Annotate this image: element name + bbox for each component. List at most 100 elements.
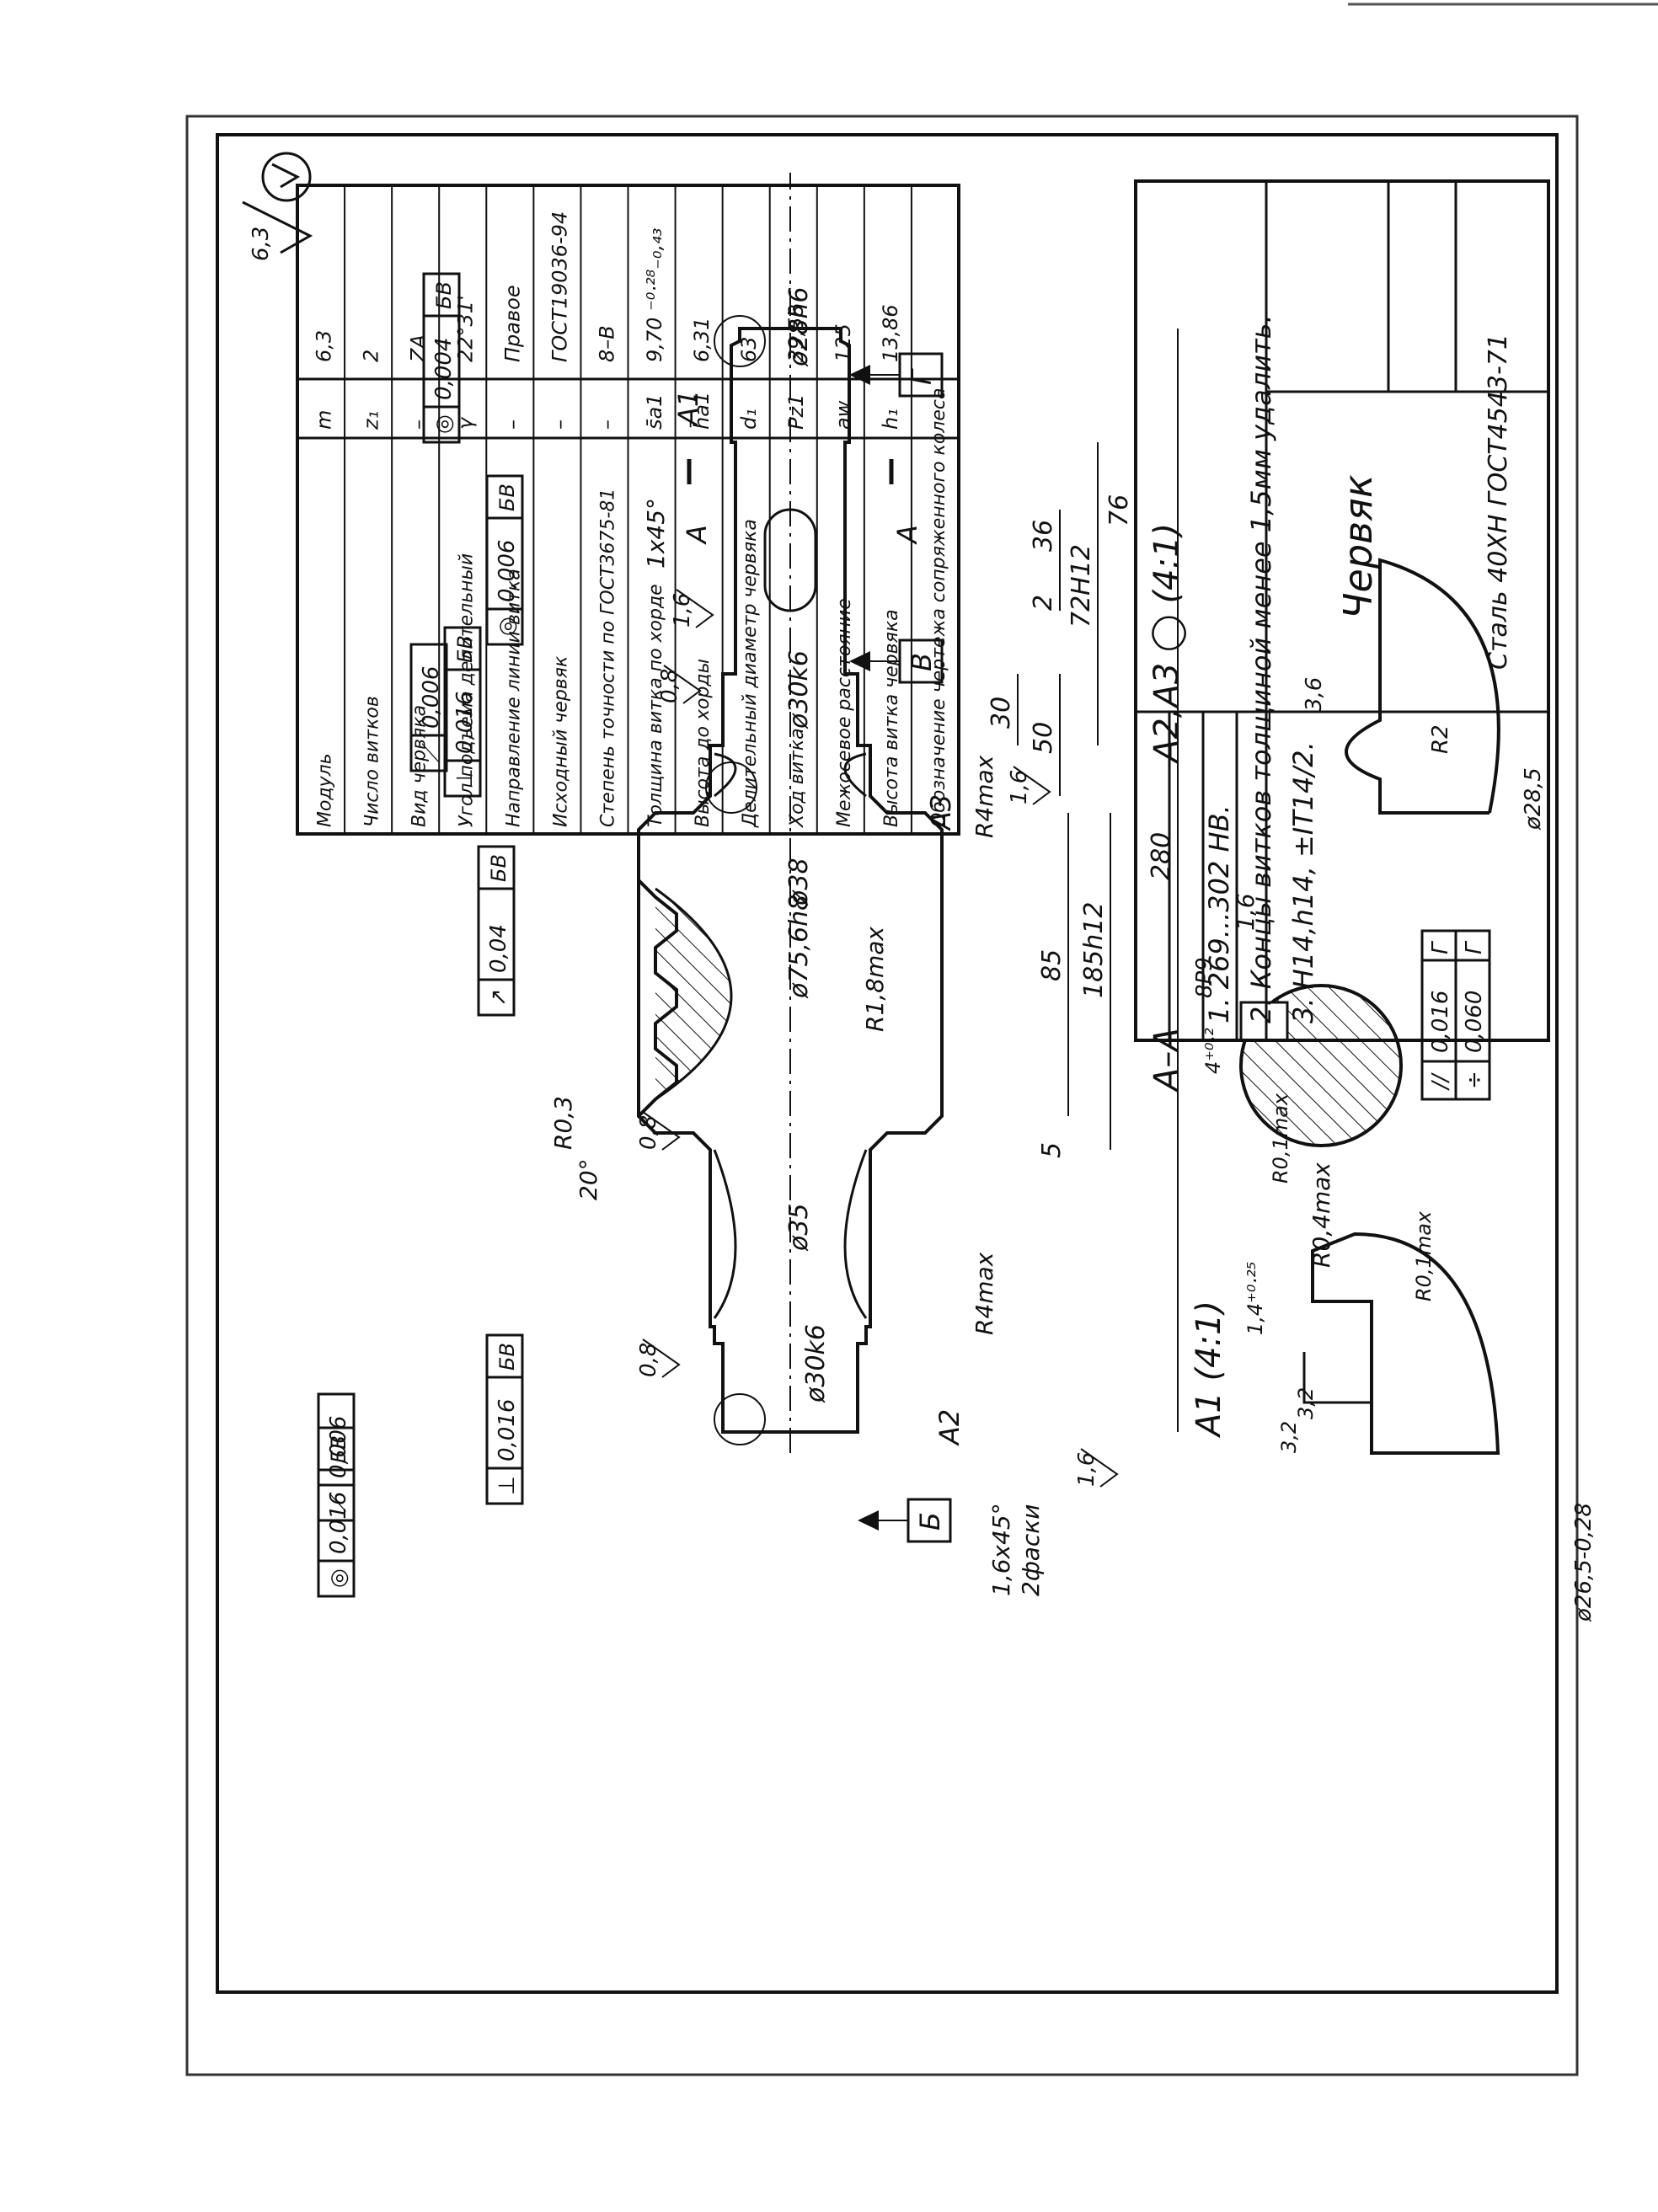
svg-text:0,016: 0,016	[495, 1399, 520, 1461]
detail-label-a3: А3	[925, 794, 957, 831]
svg-text:0,016: 0,016	[326, 1492, 351, 1554]
dim-len280: 280	[1147, 832, 1176, 880]
svg-text://: //	[1428, 1071, 1453, 1091]
dim-r4_right: R4max	[971, 755, 998, 838]
detail-a1-circle	[714, 315, 766, 367]
section-aa-tol2: 0,060	[1462, 991, 1487, 1053]
tolerance-frames: ◎0,016БВ⟋0,006⊥0,016БВ↗0,04БВ⊥0,016БВ⟋0,…	[317, 272, 524, 1598]
dim-len76: 76	[1104, 494, 1134, 526]
roughness-mark: 1,6	[1007, 770, 1032, 804]
param-symbol: –	[596, 419, 619, 430]
svg-text:0,004: 0,004	[431, 338, 457, 400]
dim-d30k6_left: ø30k6	[801, 1324, 831, 1403]
note-2: 2. Концы витков толщиной менее 1,5мм уда…	[1245, 314, 1277, 1023]
detail-a1-r1: R0,1max	[1412, 1210, 1436, 1301]
svg-text:÷: ÷	[1462, 1071, 1487, 1089]
param-symbol: γ	[453, 416, 477, 430]
svg-text:БВ: БВ	[327, 1435, 350, 1463]
section-aa-base2: Г	[1462, 940, 1487, 954]
svg-text:БВ: БВ	[453, 635, 477, 663]
dim-len50: 50	[1029, 722, 1058, 754]
keyway-slot	[763, 508, 817, 612]
param-value: ZA	[406, 334, 430, 363]
detail-a2a3-h: 3,6	[1302, 677, 1327, 712]
tolerance-frame: ◎ 0,016 БВ	[317, 1426, 356, 1598]
dim-d28: ø28h6	[784, 286, 814, 367]
detail-a3-circle	[705, 761, 757, 814]
datum-0: Б	[858, 1498, 952, 1543]
param-name: Вид червяка	[409, 705, 430, 827]
title-material: Сталь 40ХН ГОСТ4543-71	[1484, 334, 1513, 670]
title-block: Червяк Сталь 40ХН ГОСТ4543-71	[1134, 179, 1550, 1042]
detail-a1-height: 1,4⁺⁰·²⁵	[1244, 1262, 1267, 1335]
detail-label-a1: А1	[672, 390, 704, 427]
detail-a2a3-diam: ø28,5	[1521, 767, 1546, 831]
param-name: Толщина витка по хорде	[645, 584, 666, 827]
title-name: Червяк	[1335, 474, 1381, 619]
svg-text:0,006: 0,006	[495, 540, 520, 602]
detail-a1-b: 3,2	[1294, 1387, 1318, 1419]
param-symbol: m	[312, 410, 335, 430]
dim-d75: ø75,6h8	[784, 895, 814, 999]
param-symbol: –	[406, 419, 430, 430]
svg-text:БВ: БВ	[495, 1343, 519, 1370]
param-name: Исходный червяк	[551, 655, 572, 827]
roughness-mark: 0,8	[657, 669, 682, 703]
param-symbol: s̄a1	[643, 394, 666, 430]
dim-chamfer: 1,6x45°	[987, 1503, 1015, 1596]
outer-border	[185, 115, 1579, 2076]
param-value: 22°31'	[453, 295, 477, 362]
param-symbol: Pz1	[784, 394, 808, 430]
param-name: Делительный диаметр червяка	[740, 519, 761, 828]
section-aa-base1: Г	[1428, 940, 1453, 954]
detail-a1-r2: R0,1max	[1269, 1093, 1292, 1183]
svg-text:⊥: ⊥	[495, 1476, 520, 1495]
svg-text:0,006: 0,006	[419, 666, 444, 729]
dim-len30: 30	[987, 697, 1016, 729]
detail-label-a2: А2	[933, 1409, 965, 1446]
dim-d30k6_right: ø30k6	[784, 650, 814, 729]
dim-d35: ø35	[784, 1203, 814, 1252]
cut-label-top: А	[681, 525, 713, 545]
inner-border	[216, 133, 1559, 1994]
detail-a2a3-view: А2,А3 ◯ (4:1) ø28,5 3,6 R2	[1147, 523, 1546, 831]
dim-d38: ø38	[784, 858, 814, 906]
param-value: Правое	[501, 285, 525, 362]
roughness-value: 6,3	[249, 227, 274, 261]
param-value: ГОСТ19036-94	[548, 211, 572, 362]
param-value: 9,70 ⁻⁰·²⁸₋₀,₄₃	[643, 228, 666, 362]
svg-text:◎: ◎	[431, 414, 457, 434]
dim-len36: 36	[1029, 520, 1058, 552]
local-section-hatch	[655, 887, 733, 1101]
param-symbol: z₁	[359, 411, 382, 430]
svg-text:◎: ◎	[326, 1568, 351, 1588]
svg-text:⊥: ⊥	[452, 768, 478, 788]
param-symbol: aw	[832, 400, 855, 430]
detail-a2-circle	[714, 1393, 766, 1445]
param-symbol: d₁	[737, 409, 761, 430]
dim-r4_left: R4max	[971, 1252, 998, 1335]
svg-text:◎: ◎	[495, 617, 520, 636]
param-value: 2	[359, 350, 382, 362]
detail-a1-view: А1 (4:1) ø26,5-0,28 1,4⁺⁰·²⁵ 3,2 3,2 R0,…	[1190, 1093, 1596, 1622]
param-symbol: h̄a1	[688, 392, 713, 430]
param-name: Обозначение чертежа сопряженного колеса	[928, 388, 949, 827]
tolerance-frame: ⊥ 0,016 БВ	[485, 1333, 524, 1505]
dim-r03: R0,3	[549, 1096, 577, 1150]
dim-r18: R1,8max	[861, 927, 889, 1032]
datum-1: В	[849, 638, 944, 684]
dim-len185: 185h12	[1079, 902, 1109, 998]
svg-text:0,006: 0,006	[326, 1416, 351, 1478]
param-name: Угол подъема делительный	[456, 553, 477, 827]
param-value: 8–В	[596, 325, 619, 362]
svg-text:В: В	[906, 653, 938, 671]
section-aa-title: А–А	[1147, 1028, 1186, 1093]
tolerance-frame: ⟋0,006	[317, 1392, 356, 1522]
